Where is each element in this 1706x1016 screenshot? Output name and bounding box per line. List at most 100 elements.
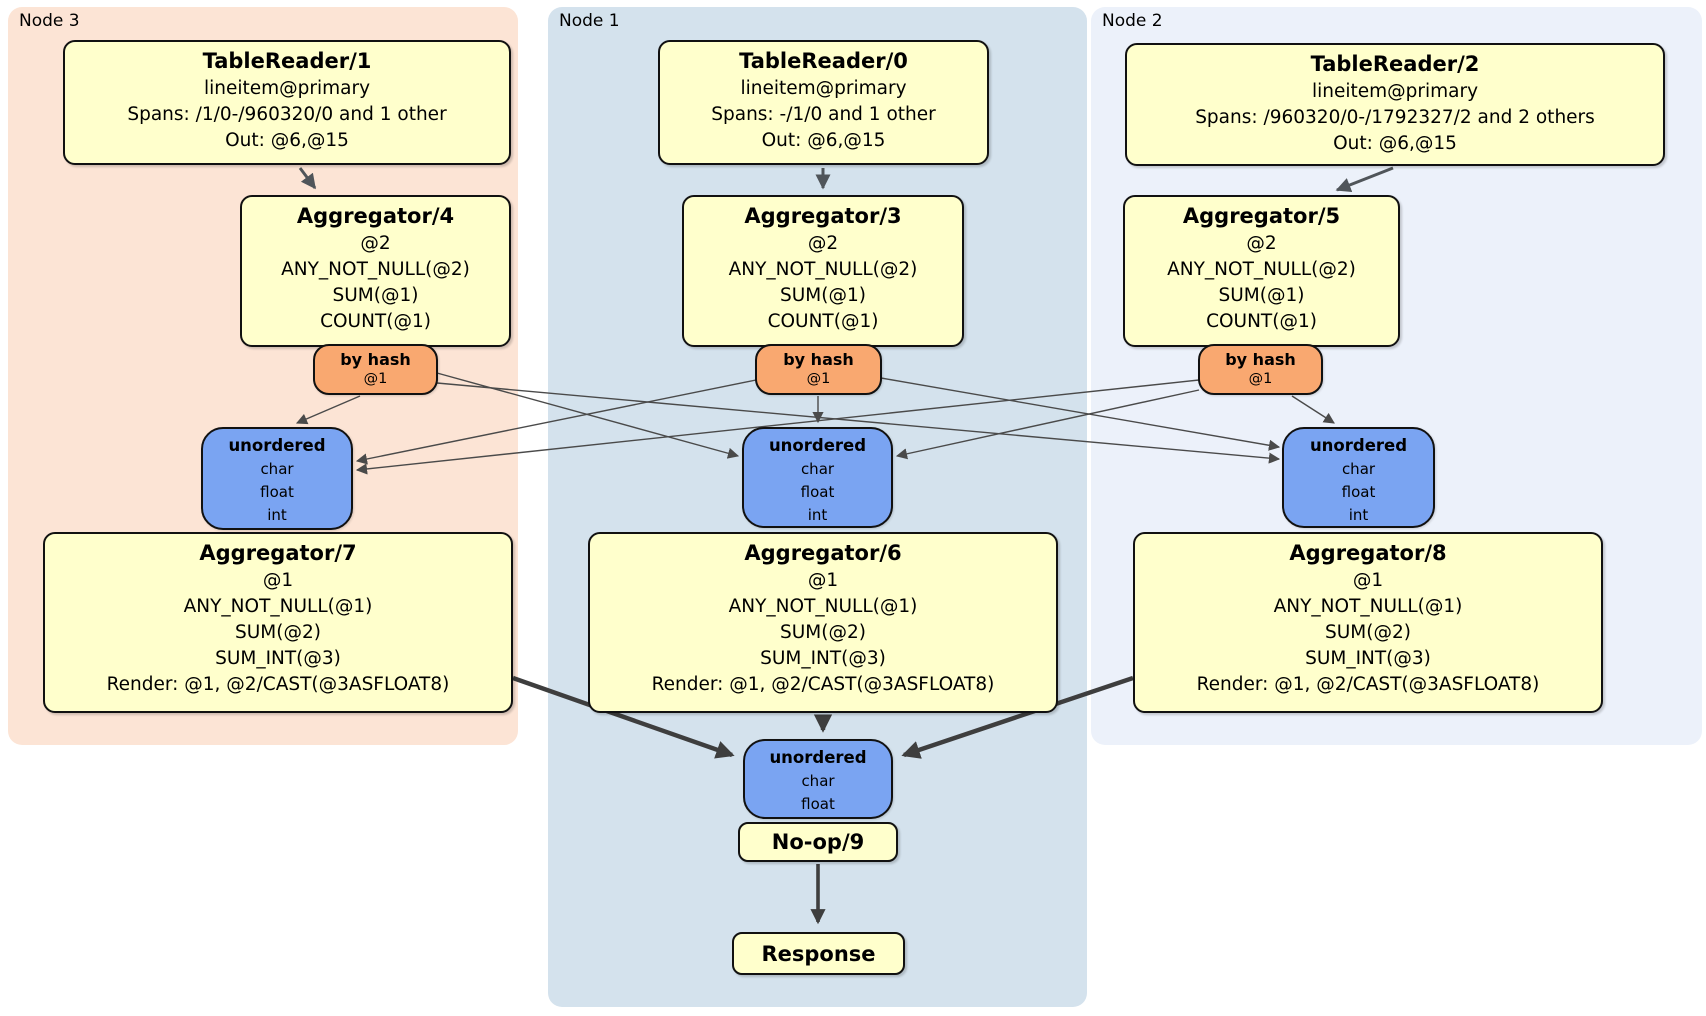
- aggregator-6-title: Aggregator/6: [744, 541, 902, 565]
- tablereader-2-box: TableReader/2 lineitem@primary Spans: /9…: [1125, 43, 1665, 166]
- unordered-sync-node3-title: unordered: [228, 436, 326, 455]
- response-box: Response: [732, 932, 905, 975]
- unordered-sync-node1-title: unordered: [768, 436, 867, 455]
- by-hash-router-node3-title: by hash: [340, 350, 411, 369]
- by-hash-router-node2-title: by hash: [1225, 350, 1296, 369]
- unordered-sync-final: unordered char float: [743, 739, 893, 819]
- aggregator-7-title: Aggregator/7: [199, 541, 357, 565]
- edge-tr1-to-agg4: [298, 167, 317, 190]
- aggregator-8-title: Aggregator/8: [1289, 541, 1447, 565]
- edge-hash1-to-sync2: [880, 377, 1281, 451]
- unordered-sync-final-type2: float: [801, 795, 835, 813]
- edge-agg7-to-final-sync: [512, 675, 735, 759]
- by-hash-router-node2-col: @1: [1248, 371, 1273, 387]
- unordered-sync-node1-type3: int: [807, 506, 828, 524]
- tablereader-2-index: lineitem@primary: [1311, 81, 1479, 102]
- edge-hash2-to-sync2: [1291, 395, 1335, 424]
- unordered-sync-node3-type2: float: [260, 483, 294, 501]
- aggregator-5-fn3: COUNT(@1): [1206, 311, 1317, 332]
- aggregator-3-box: Aggregator/3 @2 ANY_NOT_NULL(@2) SUM(@1)…: [682, 195, 964, 347]
- tablereader-1-out: Out: @6,@15: [225, 130, 349, 151]
- aggregator-4-group: @2: [360, 233, 391, 254]
- aggregator-4-title: Aggregator/4: [296, 204, 455, 228]
- aggregator-7-fn3: SUM_INT(@3): [215, 648, 341, 669]
- edge-hash1-to-sync3: [355, 379, 757, 465]
- tablereader-0-spans: Spans: -/1/0 and 1 other: [711, 104, 936, 125]
- aggregator-6-fn1: ANY_NOT_NULL(@1): [728, 596, 918, 617]
- aggregator-3-title: Aggregator/3: [744, 204, 902, 228]
- node2-label: Node 2: [1102, 11, 1163, 31]
- unordered-sync-node3-type3: int: [267, 506, 287, 524]
- edge-hash3-to-sync2: [436, 382, 1281, 464]
- edge-agg8-to-final-sync: [901, 675, 1134, 759]
- tablereader-1-title: TableReader/1: [202, 49, 372, 73]
- unordered-sync-node2-title: unordered: [1309, 436, 1408, 455]
- aggregator-6-render: Render: @1, @2/CAST(@3ASFLOAT8): [651, 674, 995, 695]
- aggregator-8-group: @1: [1352, 570, 1384, 591]
- aggregator-6-fn3: SUM_INT(@3): [760, 648, 886, 669]
- aggregator-5-fn2: SUM(@1): [1218, 285, 1305, 306]
- unordered-sync-node3: unordered char float int: [201, 427, 353, 530]
- aggregator-8-fn3: SUM_INT(@3): [1305, 648, 1431, 669]
- unordered-sync-node1-type2: float: [800, 483, 835, 501]
- aggregator-5-title: Aggregator/5: [1182, 204, 1341, 228]
- aggregator-4-fn2: SUM(@1): [332, 285, 419, 306]
- aggregator-3-fn2: SUM(@1): [780, 285, 866, 306]
- by-hash-router-node1-title: by hash: [783, 350, 854, 369]
- aggregator-7-fn1: ANY_NOT_NULL(@1): [183, 596, 373, 617]
- aggregator-8-fn1: ANY_NOT_NULL(@1): [1273, 596, 1463, 617]
- aggregator-5-group: @2: [1246, 233, 1277, 254]
- response-title: Response: [761, 942, 876, 966]
- edge-hash3-to-sync3: [295, 395, 361, 425]
- unordered-sync-node2: unordered char float int: [1282, 427, 1435, 528]
- aggregator-4-fn1: ANY_NOT_NULL(@2): [281, 259, 470, 280]
- aggregator-6-box: Aggregator/6 @1 ANY_NOT_NULL(@1) SUM(@2)…: [588, 532, 1058, 713]
- unordered-sync-final-type1: char: [801, 772, 835, 790]
- node3-label: Node 3: [19, 11, 80, 31]
- by-hash-router-node1-col: @1: [806, 371, 831, 387]
- by-hash-router-node3: by hash @1: [313, 344, 438, 395]
- aggregator-4-box: Aggregator/4 @2 ANY_NOT_NULL(@2) SUM(@1)…: [240, 195, 511, 347]
- unordered-sync-node3-type1: char: [260, 460, 294, 478]
- tablereader-0-out: Out: @6,@15: [761, 130, 886, 151]
- aggregator-5-fn1: ANY_NOT_NULL(@2): [1167, 259, 1356, 280]
- unordered-sync-node2-type3: int: [1348, 506, 1369, 524]
- tablereader-1-index: lineitem@primary: [203, 78, 371, 99]
- tablereader-0-box: TableReader/0 lineitem@primary Spans: -/…: [658, 40, 989, 165]
- by-hash-router-node1: by hash @1: [755, 344, 882, 395]
- edge-hash2-to-sync1: [895, 389, 1200, 460]
- unordered-sync-node2-type2: float: [1341, 483, 1376, 501]
- aggregator-6-group: @1: [807, 570, 839, 591]
- unordered-sync-node2-type1: char: [1341, 460, 1376, 478]
- aggregator-8-render: Render: @1, @2/CAST(@3ASFLOAT8): [1196, 674, 1540, 695]
- aggregator-3-group: @2: [807, 233, 839, 254]
- aggregator-7-group: @1: [262, 570, 294, 591]
- aggregator-7-fn2: SUM(@2): [235, 622, 321, 643]
- by-hash-router-node3-col: @1: [363, 371, 388, 387]
- tablereader-1-spans: Spans: /1/0-/960320/0 and 1 other: [127, 104, 447, 125]
- unordered-sync-node1: unordered char float int: [742, 427, 893, 528]
- tablereader-0-title: TableReader/0: [739, 49, 908, 73]
- noop-box: No-op/9: [738, 822, 898, 862]
- aggregator-3-fn1: ANY_NOT_NULL(@2): [728, 259, 918, 280]
- aggregator-7-box: Aggregator/7 @1 ANY_NOT_NULL(@1) SUM(@2)…: [43, 532, 513, 713]
- tablereader-0-index: lineitem@primary: [740, 78, 907, 99]
- aggregator-3-fn3: COUNT(@1): [767, 311, 879, 332]
- aggregator-4-fn3: COUNT(@1): [320, 311, 431, 332]
- tablereader-2-out: Out: @6,@15: [1333, 133, 1457, 154]
- by-hash-router-node2: by hash @1: [1198, 344, 1323, 395]
- unordered-sync-node1-type1: char: [800, 460, 835, 478]
- node1-label: Node 1: [559, 11, 620, 31]
- edge-tr2-to-agg5: [1335, 166, 1394, 193]
- aggregator-8-fn2: SUM(@2): [1325, 622, 1411, 643]
- unordered-sync-final-title: unordered: [769, 748, 867, 767]
- aggregator-7-render: Render: @1, @2/CAST(@3ASFLOAT8): [106, 674, 450, 695]
- edge-hash2-to-sync3: [355, 379, 1200, 475]
- aggregator-6-fn2: SUM(@2): [780, 622, 866, 643]
- tablereader-2-spans: Spans: /960320/0-/1792327/2 and 2 others: [1195, 107, 1595, 128]
- aggregator-8-box: Aggregator/8 @1 ANY_NOT_NULL(@1) SUM(@2)…: [1133, 532, 1603, 713]
- aggregator-5-box: Aggregator/5 @2 ANY_NOT_NULL(@2) SUM(@1)…: [1123, 195, 1400, 347]
- tablereader-2-title: TableReader/2: [1310, 52, 1480, 76]
